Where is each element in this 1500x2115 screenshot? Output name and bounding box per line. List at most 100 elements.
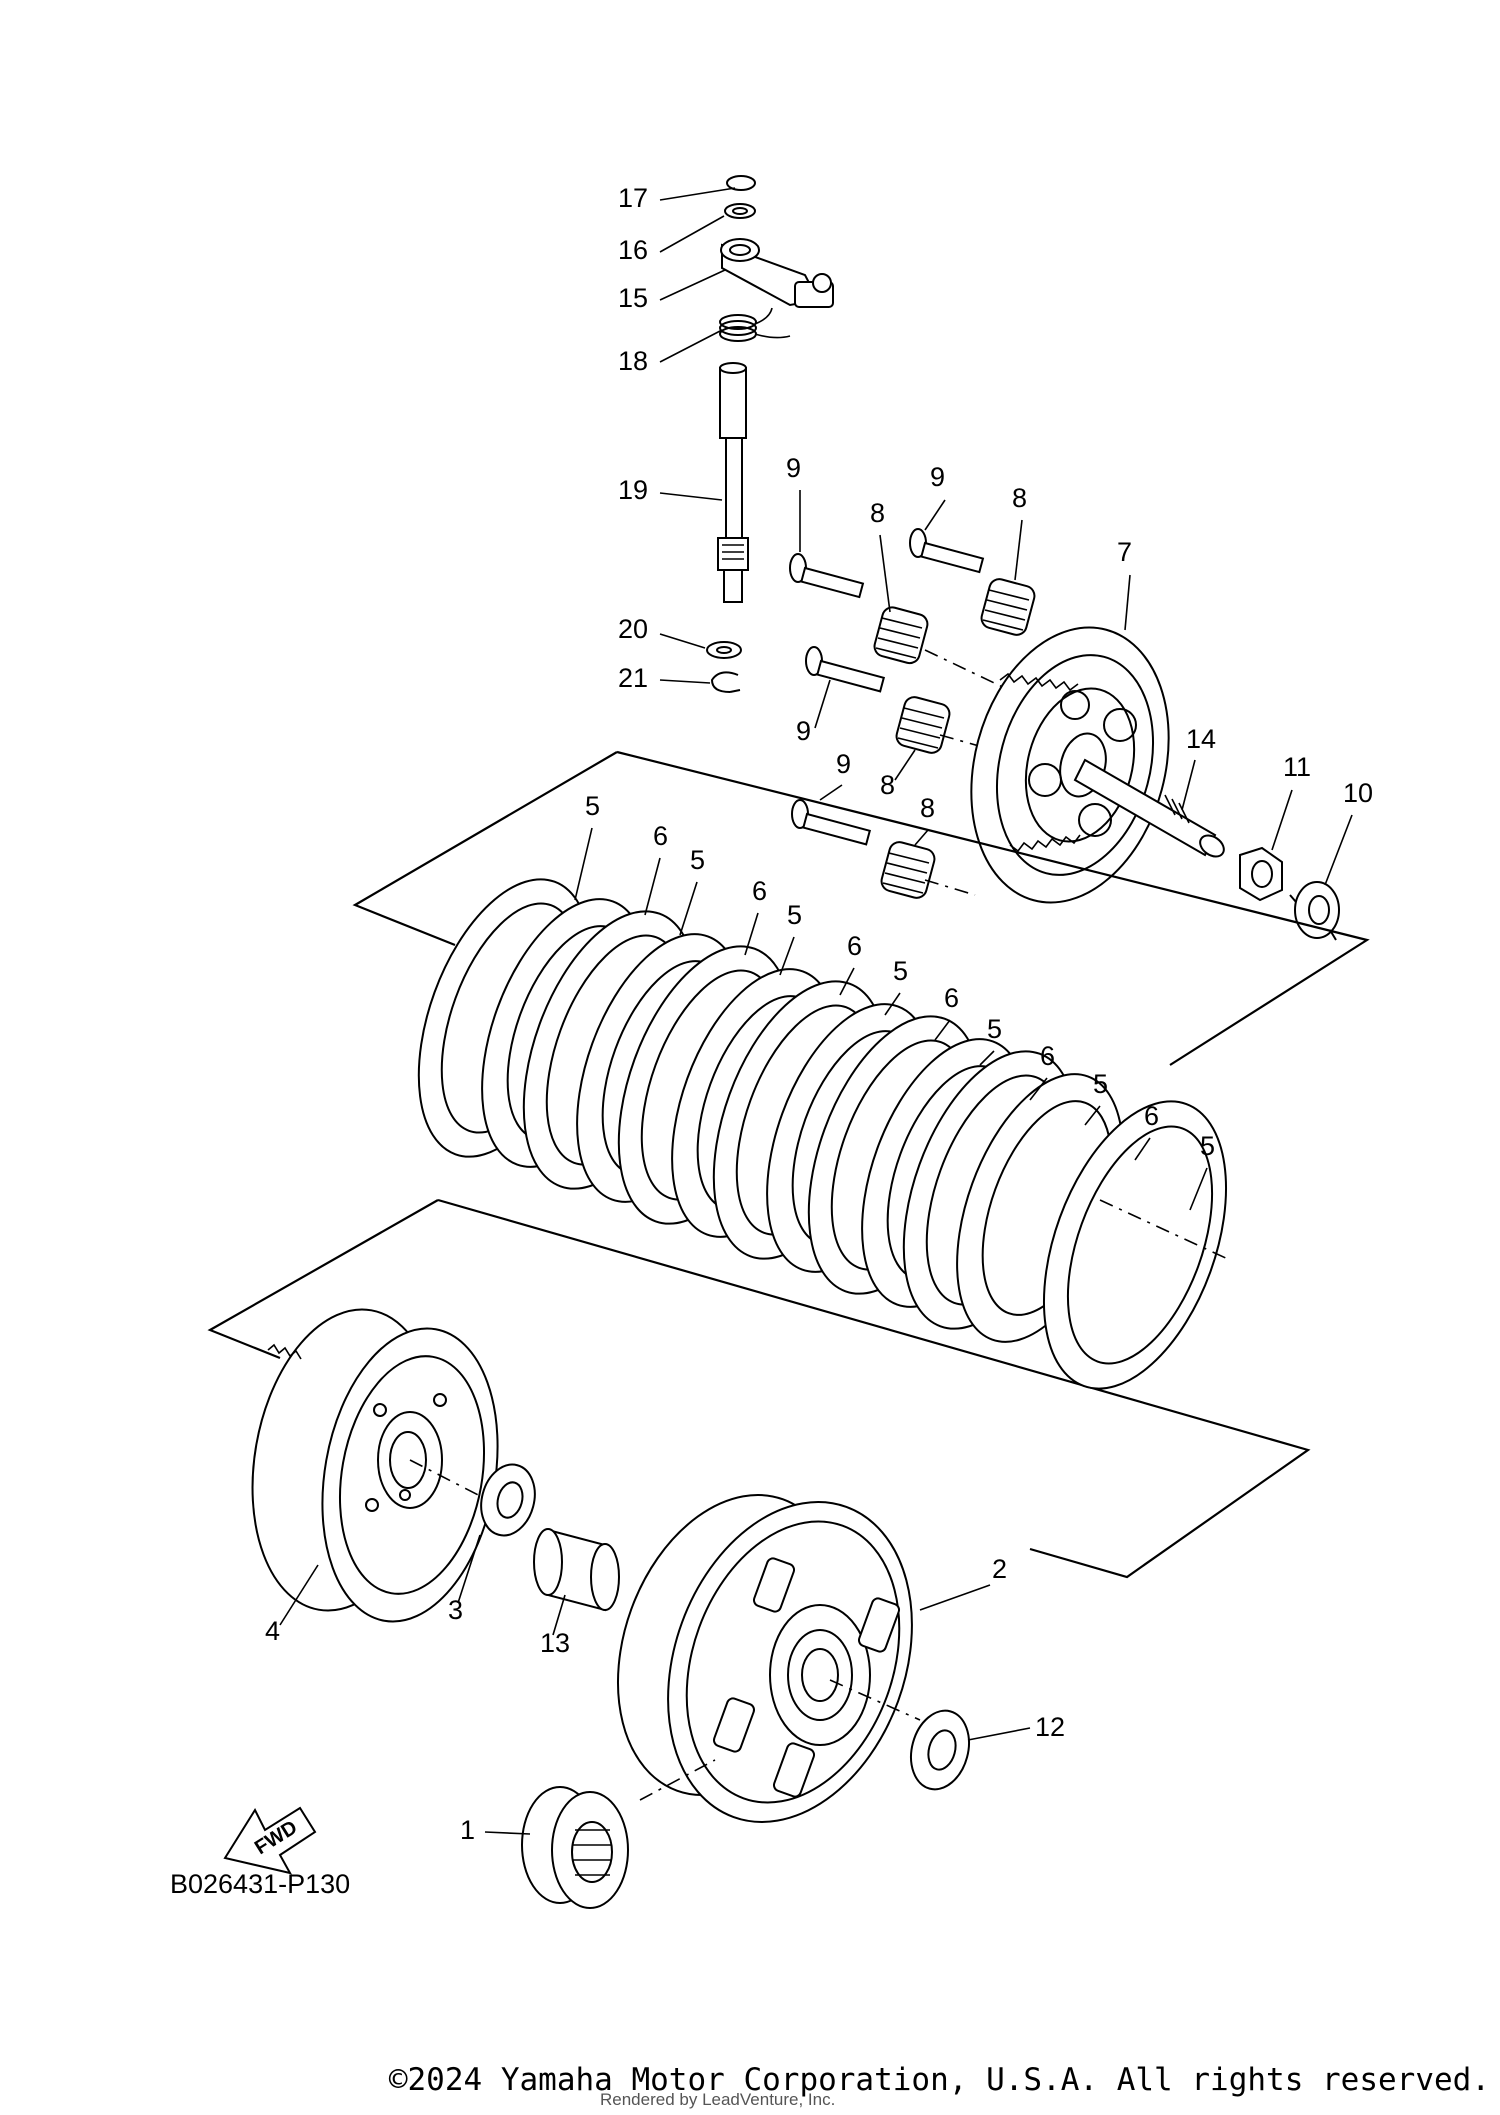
callout-c5g: 5 [1200, 1131, 1215, 1161]
part-9-bolt-c [805, 646, 886, 693]
callout-c6e: 6 [1040, 1041, 1055, 1071]
callout-c9c: 9 [796, 716, 811, 746]
part-3-thrust-washer [480, 1463, 536, 1537]
leader-line-c5g [1189, 1167, 1208, 1211]
leader-line-c21 [659, 679, 711, 684]
leader-line-c14 [1181, 759, 1196, 811]
clutch-plate-stack [417, 878, 1231, 1390]
leader-line-c13 [552, 1594, 566, 1636]
leader-line-c6b [744, 912, 759, 956]
part-9-bolt-a [789, 553, 865, 599]
callout-c13: 13 [540, 1628, 570, 1658]
leader-line-c6a [644, 857, 661, 916]
callout-c3: 3 [448, 1595, 463, 1625]
part-18-torsion-spring [719, 307, 791, 342]
leader-line-c8c [894, 749, 916, 781]
part-1-primary-drive-gear [521, 1786, 629, 1909]
leader-line-c3 [457, 1534, 481, 1604]
callout-c8d: 8 [920, 793, 935, 823]
callout-c7: 7 [1117, 537, 1132, 567]
callout-c6a: 6 [653, 821, 668, 851]
callout-c5b: 5 [690, 845, 705, 875]
leader-line-c16 [659, 215, 725, 253]
part-21-circlip [710, 671, 741, 693]
callout-c21: 21 [618, 663, 648, 693]
leader-line-c8a [879, 534, 891, 613]
part-16-washer [724, 203, 756, 219]
part-12-thrust-washer [910, 1709, 970, 1791]
leader-line-c10 [1324, 814, 1353, 886]
part-11-nut [1239, 846, 1283, 902]
callout-c5c: 5 [787, 900, 802, 930]
leader-line-c9d [819, 784, 843, 801]
leader-line-c20 [659, 633, 706, 649]
part-8-spring-c [895, 696, 951, 754]
diagram-code: B026431-P130 [170, 1869, 350, 1899]
callout-c8b: 8 [1012, 483, 1027, 513]
callout-c6d: 6 [944, 983, 959, 1013]
callout-c9d: 9 [836, 749, 851, 779]
leader-line-c6f [1134, 1137, 1151, 1161]
callout-c2: 2 [992, 1554, 1007, 1584]
callout-c6f: 6 [1144, 1101, 1159, 1131]
part-2-clutch-housing [616, 1493, 913, 1823]
callout-c12: 12 [1035, 1712, 1065, 1742]
leader-line-c5c [779, 936, 795, 976]
leader-line-c4 [279, 1564, 319, 1626]
pressure-plate-assembly [789, 528, 1340, 941]
leader-line-c12 [967, 1727, 1031, 1741]
plate-stack-frame [352, 750, 1370, 1066]
leader-line-c6c [839, 967, 855, 996]
callout-c9a: 9 [786, 453, 801, 483]
part-9-bolt-b [909, 528, 985, 574]
callout-c4: 4 [265, 1616, 280, 1646]
part-15-push-lever [720, 238, 834, 308]
callout-c15: 15 [618, 283, 648, 313]
part-8-spring-a [873, 606, 929, 665]
part-9-bolt-d [791, 799, 872, 846]
leader-line-c5f [1084, 1105, 1101, 1126]
leader-line-c7 [1124, 574, 1131, 631]
leader-line-c19 [659, 492, 723, 501]
leader-line-c6e [1029, 1077, 1048, 1101]
part-13-bushing [533, 1528, 620, 1612]
callout-c5f: 5 [1093, 1069, 1108, 1099]
callout-c10: 10 [1343, 778, 1373, 808]
part-19-push-lever-shaft [717, 362, 749, 603]
leader-line-c11 [1271, 789, 1293, 851]
push-lever-assembly [706, 175, 834, 693]
part-4-clutch-boss [251, 1308, 499, 1623]
callout-c5d: 5 [893, 956, 908, 986]
callout-c16: 16 [618, 235, 648, 265]
leader-line-c5b [679, 881, 698, 936]
leader-line-c6d [934, 1019, 951, 1041]
callout-c6c: 6 [847, 931, 862, 961]
leader-line-c1 [484, 1831, 531, 1835]
callout-c11: 11 [1283, 752, 1311, 782]
callout-c5e: 5 [987, 1014, 1002, 1044]
hub-frame [207, 1198, 1311, 1579]
part-8-spring-b [980, 578, 1036, 636]
leader-line-c9c [814, 679, 831, 729]
callout-c8a: 8 [870, 498, 885, 528]
leader-line-c5a [574, 827, 593, 901]
leader-line-c8d [914, 829, 929, 846]
copyright-notice: ©2024 Yamaha Motor Corporation, U.S.A. A… [388, 2062, 1490, 2098]
leader-line-c2 [919, 1584, 991, 1611]
callout-c8c: 8 [880, 770, 895, 800]
callout-c17: 17 [618, 183, 648, 213]
leader-line-c5d [884, 992, 901, 1016]
leader-line-c18 [659, 329, 723, 363]
leader-line-c8b [1014, 519, 1023, 581]
leader-line-c15 [659, 269, 726, 301]
callout-c14: 14 [1186, 724, 1216, 754]
part-14-push-rod [1073, 758, 1225, 858]
part-20-washer [706, 641, 742, 659]
fwd-arrow-icon: FWD [223, 1806, 317, 1875]
leader-line-c9b [924, 499, 946, 531]
callout-c1: 1 [460, 1815, 475, 1845]
callout-c5a: 5 [585, 791, 600, 821]
part-7-pressure-plate [970, 626, 1170, 904]
